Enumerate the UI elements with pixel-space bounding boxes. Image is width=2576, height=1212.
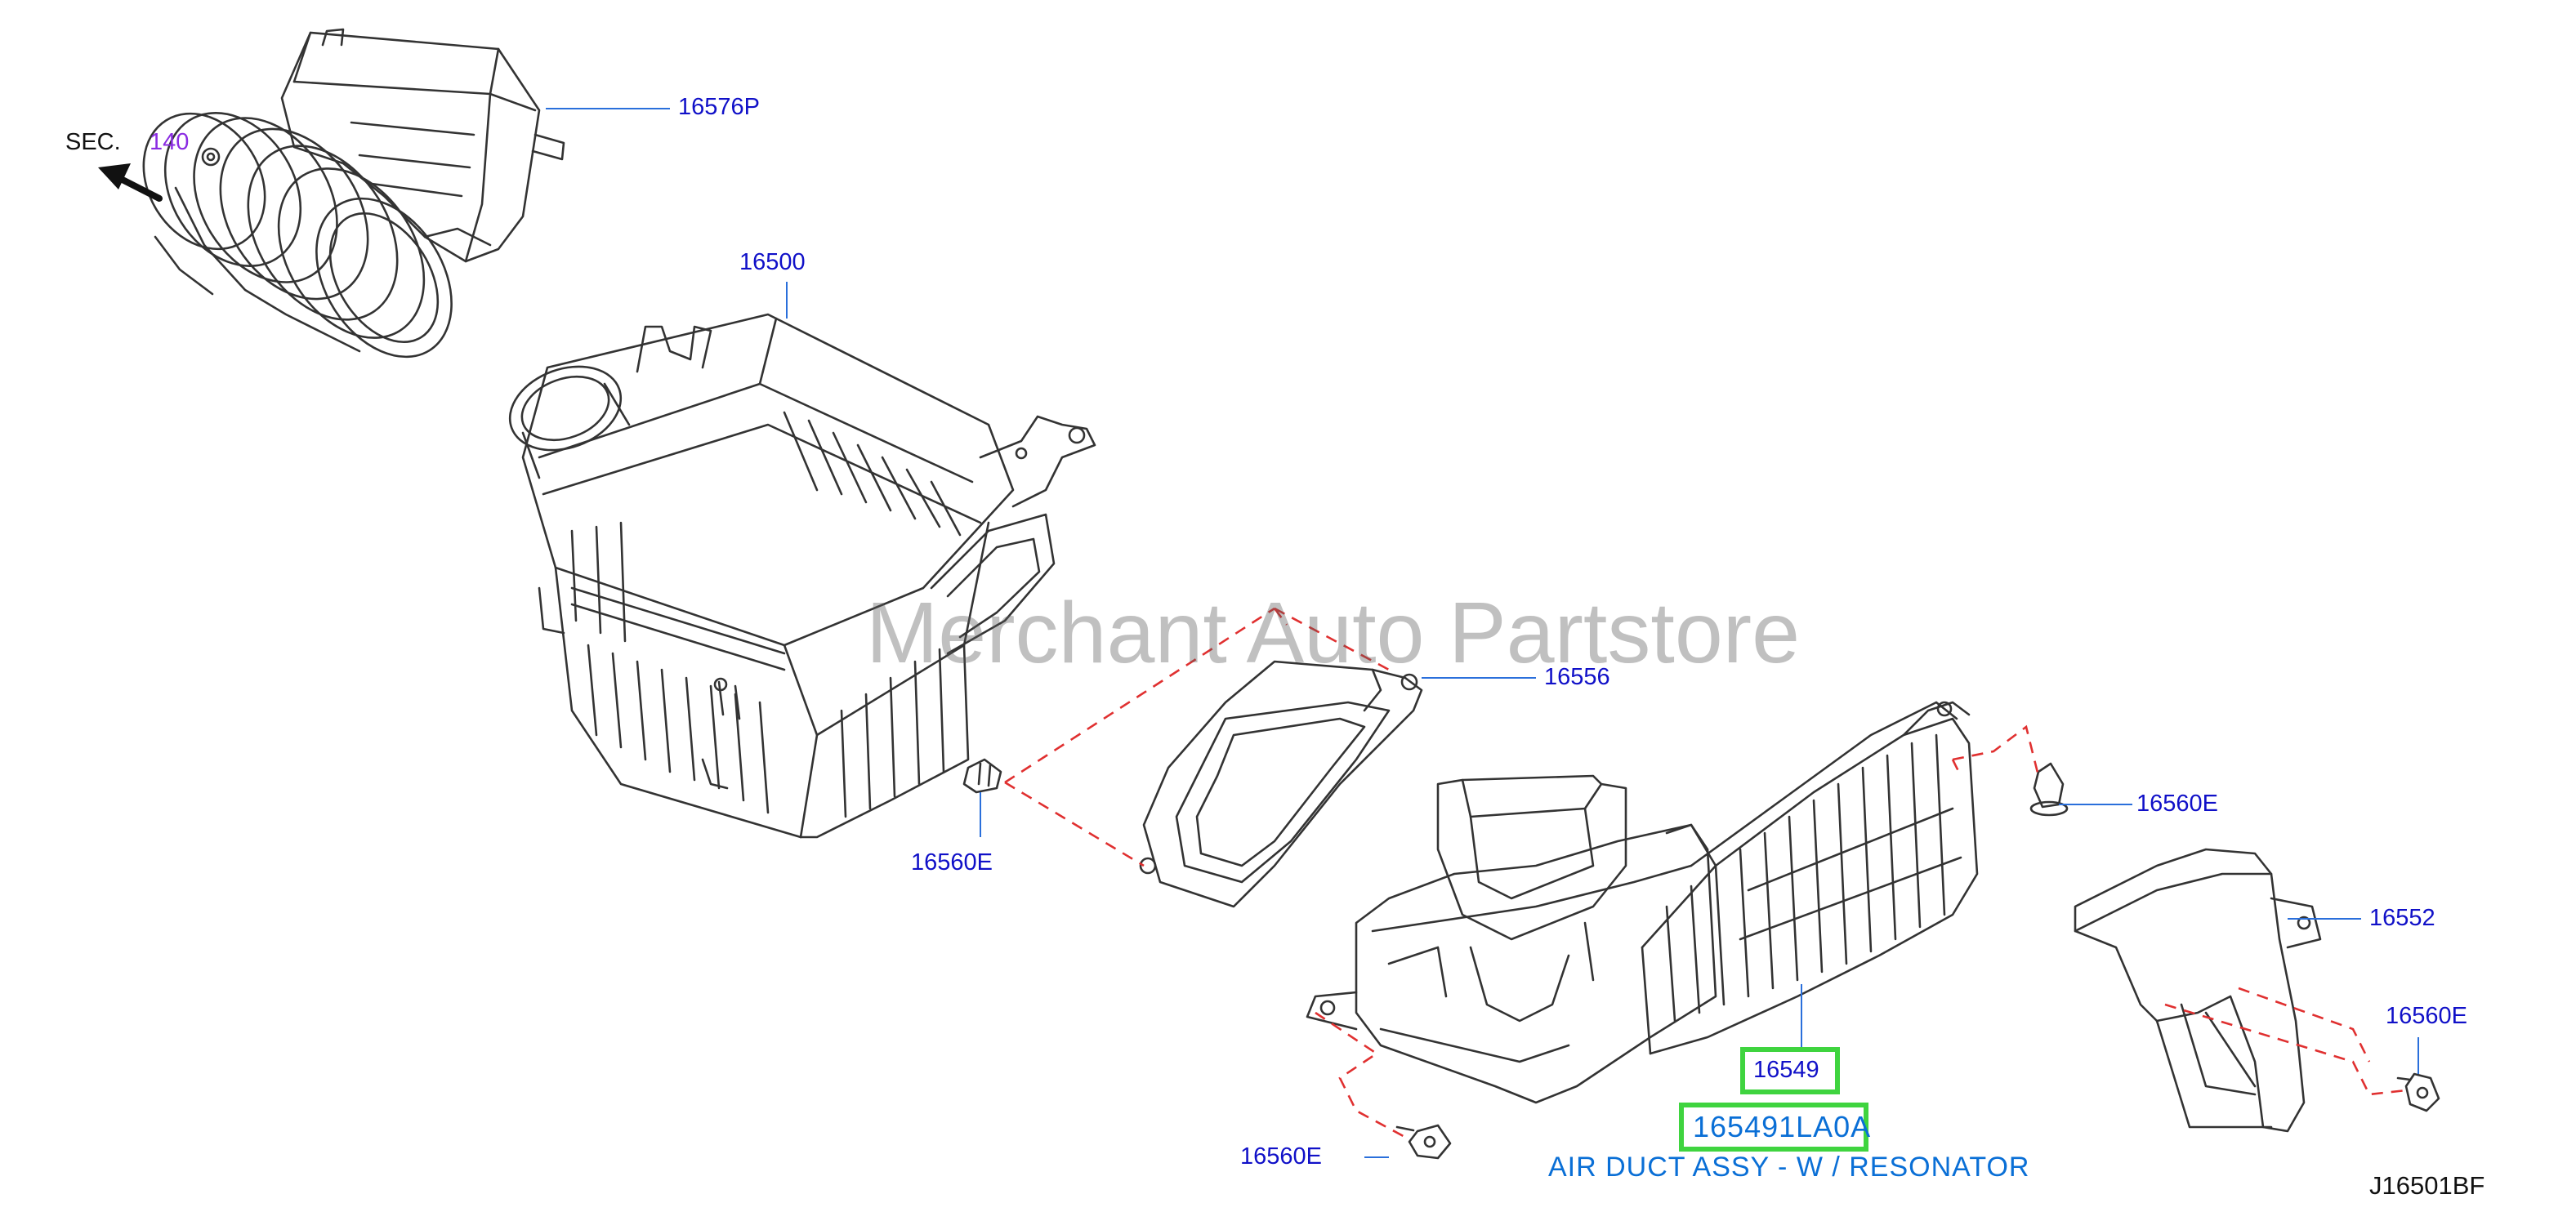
duct-gasket-16556	[1139, 660, 1423, 908]
diagram-code: J16501BF	[2369, 1171, 2485, 1200]
duct-cover-16552	[2074, 848, 2322, 1133]
part-label-16556[interactable]: 16556	[1544, 664, 1610, 690]
air-duct-resonator-16549	[1306, 701, 1979, 1104]
part-label-16576P[interactable]: 16576P	[678, 94, 760, 120]
assembly-dashed-lines	[1004, 607, 2407, 1141]
screw-16560E-right	[2396, 1072, 2440, 1112]
sec-number-label[interactable]: 140	[150, 129, 190, 155]
watermark: Merchant Auto Partstore	[866, 585, 1801, 681]
part-label-16500[interactable]: 16500	[739, 249, 806, 275]
air-cleaner-body-16500	[508, 313, 1096, 839]
part-label-16560E-right[interactable]: 16560E	[2136, 791, 2218, 817]
leader-lines	[546, 108, 2419, 1158]
air-cleaner-cover-16576P	[142, 28, 565, 359]
part-label-16560E-right-lower[interactable]: 16560E	[2386, 1003, 2467, 1029]
part-label-16549[interactable]: 16549	[1753, 1057, 1819, 1083]
highlight-box-16549	[1740, 1047, 1840, 1094]
part-label-16560E-left[interactable]: 16560E	[911, 849, 993, 876]
part-number-165491LA0A[interactable]: 165491LA0A	[1693, 1110, 1872, 1143]
part-description: AIR DUCT ASSY - W / RESONATOR	[1548, 1152, 2030, 1183]
screw-16560E-bottom	[1395, 1124, 1452, 1160]
sec-label: SEC.	[65, 129, 121, 155]
highlight-box-165491LA0A	[1679, 1103, 1868, 1152]
part-label-16552[interactable]: 16552	[2369, 905, 2435, 931]
part-label-16560E-bottom[interactable]: 16560E	[1240, 1143, 1322, 1170]
sec-arrow	[98, 163, 163, 202]
clip-16560E-left	[962, 758, 1002, 794]
